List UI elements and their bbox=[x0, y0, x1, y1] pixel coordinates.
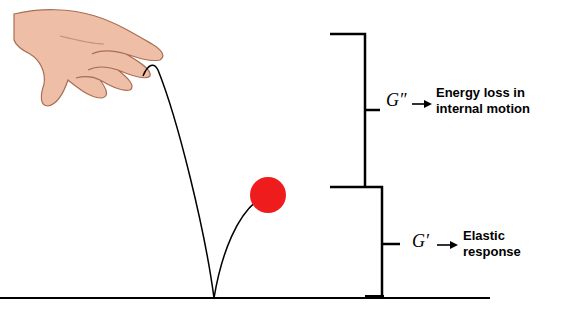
arrow-symbols bbox=[412, 100, 458, 249]
ball-trajectory bbox=[143, 65, 258, 298]
property-note: Elastic response bbox=[463, 228, 531, 259]
modulus-symbol: G″ bbox=[386, 90, 407, 112]
height-brackets bbox=[330, 34, 400, 297]
hand-illustration bbox=[14, 10, 163, 106]
modulus-symbol: G′ bbox=[412, 231, 429, 253]
ball bbox=[250, 177, 286, 213]
ground-line bbox=[0, 297, 490, 299]
property-note: Energy loss in internal motion bbox=[436, 85, 548, 116]
